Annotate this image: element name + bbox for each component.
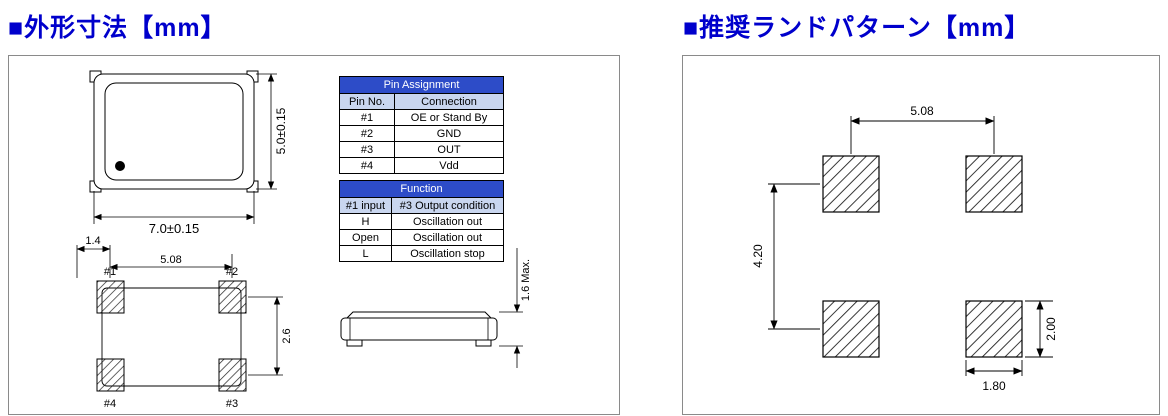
table-row: #1 OE or Stand By <box>339 109 505 126</box>
table-row: Open Oscillation out <box>339 229 505 246</box>
land-pattern-drawing: 5.08 4.20 2.00 1.80 <box>751 104 1058 393</box>
package-top-view <box>89 70 259 193</box>
dim-land-pitch-h <box>850 116 995 154</box>
left-section-title: ■外形寸法【mm】 <box>8 14 227 42</box>
function-table-title: Function <box>338 180 505 198</box>
dim-land-pitch-v-label: 4.20 <box>751 244 765 268</box>
pin-no: #1 <box>339 109 395 126</box>
pin-no: #3 <box>339 141 395 158</box>
pad-layout-outline <box>101 287 242 387</box>
dim-pad-gap-v <box>248 296 283 376</box>
dim-body-width <box>93 191 255 224</box>
input-state: L <box>339 245 392 262</box>
pin-connection: Vdd <box>393 157 505 174</box>
pad-hatched <box>218 358 247 392</box>
land-pattern-panel: 5.08 4.20 2.00 1.80 <box>682 55 1160 415</box>
pad-hatched <box>96 280 125 314</box>
side-view-drawing <box>340 311 498 347</box>
table-row: #4 Vdd <box>339 157 505 174</box>
land-pad <box>822 155 880 213</box>
land-pad <box>822 300 880 358</box>
connection-col-header: Connection <box>393 93 505 110</box>
input-state: H <box>339 213 392 230</box>
output-condition: Oscillation stop <box>390 245 505 262</box>
dim-height-max-label: 1.6 Max. <box>520 259 532 301</box>
side-view-foot <box>475 339 492 347</box>
side-view-lid <box>345 311 493 319</box>
dim-land-pad-width-label: 1.80 <box>982 379 1006 393</box>
dim-pad-pitch-h <box>109 254 233 278</box>
pin-connection: GND <box>393 125 505 142</box>
pin1-marker-dot <box>115 161 125 171</box>
table-row: L Oscillation stop <box>339 245 505 262</box>
table-row: #2 GND <box>339 125 505 142</box>
pin-assignment-table: Pin Assignment Pin No. Connection #1 OE … <box>338 76 505 174</box>
pad-hatched <box>218 280 247 314</box>
pad-label-3: #3 <box>226 398 238 410</box>
dim-body-height-label: 5.0±0.15 <box>274 107 288 154</box>
input-state: Open <box>339 229 392 246</box>
outline-dimensions-panel: 5.0±0.15 7.0±0.15 #1 #2 #4 #3 1.4 <box>8 55 620 415</box>
package-outline <box>93 73 255 190</box>
pin-connection: OUT <box>393 141 505 158</box>
pad-hatched <box>96 358 125 392</box>
land-pads <box>822 155 1023 358</box>
dim-land-pitch-v <box>768 183 820 330</box>
output-col-header: #3 Output condition <box>390 197 505 214</box>
dim-pad-pitch-h-label: 5.08 <box>160 254 181 266</box>
dim-body-height <box>256 73 277 190</box>
side-view-body <box>340 317 498 341</box>
pin-connection: OE or Stand By <box>393 109 505 126</box>
pin-no: #4 <box>339 157 395 174</box>
pin-col-header: Pin No. <box>339 93 395 110</box>
dim-land-pad-height-label: 2.00 <box>1044 317 1058 341</box>
land-pad <box>965 300 1023 358</box>
table-row: #3 OUT <box>339 141 505 158</box>
output-condition: Oscillation out <box>390 213 505 230</box>
dim-land-pitch-h-label: 5.08 <box>910 104 934 118</box>
dim-height-max <box>499 248 523 368</box>
dim-land-pad-width <box>965 360 1023 376</box>
input-col-header: #1 input <box>339 197 392 214</box>
pin-assignment-title: Pin Assignment <box>338 76 505 94</box>
pad-label-4: #4 <box>104 398 116 410</box>
land-pad <box>965 155 1023 213</box>
dim-pad-gap-v-label: 2.6 <box>281 328 293 343</box>
pad-layout-view <box>96 280 247 392</box>
dim-land-pad-height <box>1025 300 1053 358</box>
package-lid-outline <box>104 82 244 181</box>
pin-no: #2 <box>339 125 395 142</box>
output-condition: Oscillation out <box>390 229 505 246</box>
dim-pad-offset-label: 1.4 <box>85 235 100 247</box>
table-row: H Oscillation out <box>339 213 505 230</box>
side-view-foot <box>346 339 363 347</box>
function-table: Function #1 input #3 Output condition H … <box>338 180 505 262</box>
right-section-title: ■推奨ランドパターン【mm】 <box>683 14 1031 42</box>
outline-drawing: 5.0±0.15 7.0±0.15 #1 #2 #4 #3 1.4 <box>76 70 532 410</box>
dim-body-width-label: 7.0±0.15 <box>149 221 200 236</box>
dim-pad-offset <box>76 245 111 278</box>
